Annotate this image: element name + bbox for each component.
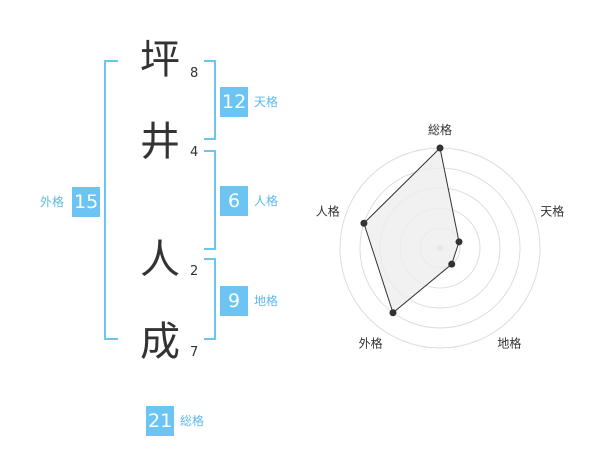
gaikaku-label: 外格	[40, 195, 65, 209]
soukaku-value: 21	[146, 406, 175, 436]
radar-point-4	[389, 309, 397, 317]
radar-point-2	[455, 238, 463, 246]
radar-axis-label-4: 外格	[359, 335, 383, 350]
soukaku-label: 総格	[180, 414, 205, 428]
tenkaku-bracket	[204, 60, 216, 140]
radar-plot	[360, 144, 463, 317]
chikaku-label: 地格	[254, 294, 279, 308]
radar-point-5	[360, 219, 368, 227]
gaikaku-bracket	[104, 60, 118, 340]
name-char-4: 成	[140, 319, 180, 365]
radar-axis-label-1: 総格	[428, 122, 452, 137]
jinkaku-value: 6	[220, 186, 248, 216]
radar-point-3	[448, 260, 456, 268]
stroke-count-4: 7	[190, 345, 199, 360]
name-char-3: 人	[140, 237, 180, 283]
radar-axis-label-3: 地格	[497, 335, 521, 350]
stroke-count-1: 8	[190, 66, 199, 81]
radar-axis-label-2: 天格	[540, 204, 564, 219]
chikaku-bracket	[204, 258, 216, 340]
tenkaku-label: 天格	[254, 95, 279, 109]
radar-point-1	[436, 144, 444, 152]
gaikaku-value: 15	[72, 187, 101, 217]
chikaku-value: 9	[220, 286, 248, 316]
stroke-count-3: 2	[190, 264, 199, 279]
name-char-2: 井	[140, 119, 180, 165]
radar-series-polygon	[363, 146, 460, 314]
name-char-1: 坪	[140, 37, 180, 83]
stroke-count-2: 4	[190, 145, 199, 160]
radar-axis-label-5: 人格	[316, 204, 340, 219]
tenkaku-value: 12	[220, 87, 249, 117]
jinkaku-bracket	[204, 150, 216, 250]
jinkaku-label: 人格	[254, 194, 279, 208]
